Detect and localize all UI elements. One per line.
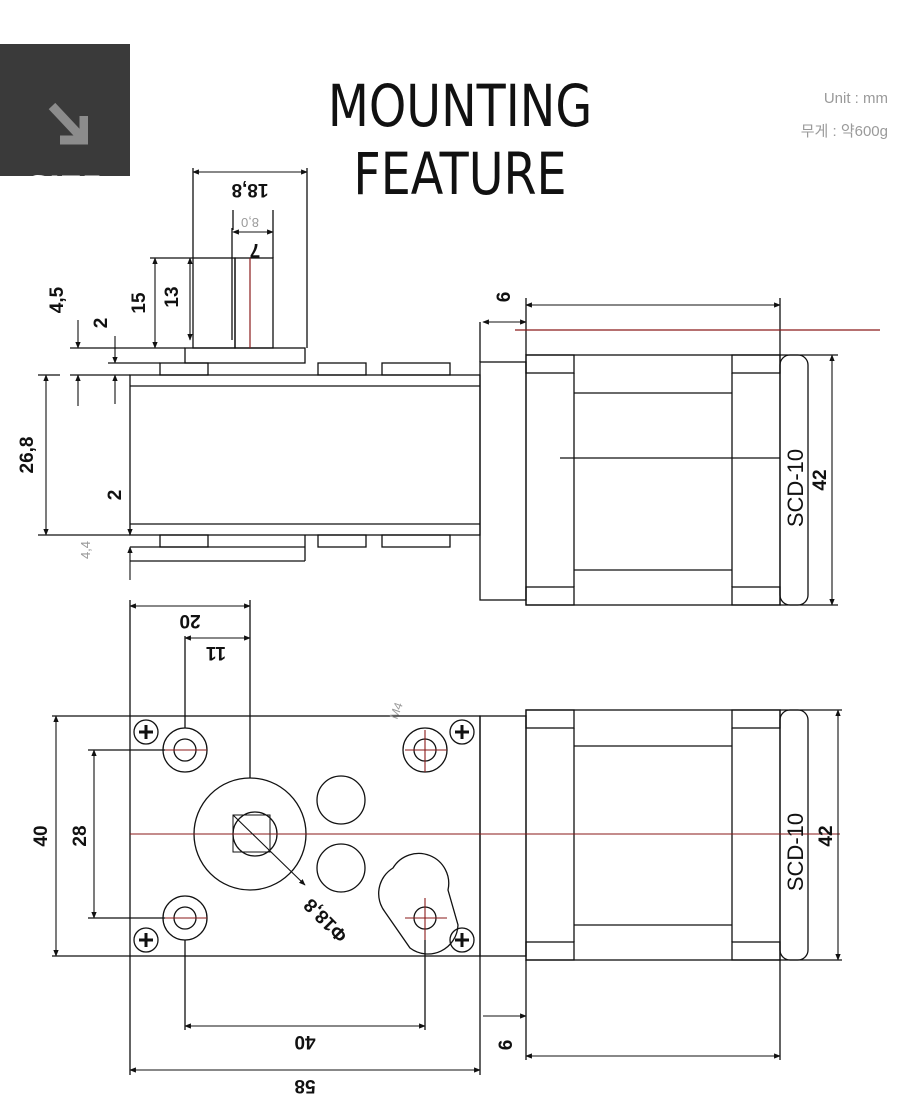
dim-42-bottom: 42 <box>816 825 837 846</box>
dim-11: 11 <box>206 642 227 663</box>
top-dimension-labels: 18,8 8,0 7 4,5 15 13 2 26,8 2 4,4 6 42 S… <box>17 179 831 559</box>
model-label-bottom: SCD-10 <box>783 813 808 891</box>
front-centerlines <box>130 730 840 940</box>
dim-28: 28 <box>70 825 91 846</box>
dim-13: 13 <box>162 286 183 307</box>
size-badge: SIZE <box>0 44 130 204</box>
page-title: MOUNTING FEATURE <box>327 72 593 208</box>
dim-40-vertical: 40 <box>31 825 52 846</box>
dim-2-top: 2 <box>91 318 112 329</box>
dim-20: 20 <box>179 610 200 631</box>
weight-note: 무게 : 약600g <box>800 123 888 140</box>
dim-6-top: 6 <box>494 292 515 303</box>
top-dimension-lines <box>43 169 835 606</box>
front-dimension-lines <box>53 603 841 1073</box>
dim-42-top: 42 <box>810 469 831 490</box>
top-centerlines <box>249 258 880 348</box>
dim-8-0: 8,0 <box>241 215 259 230</box>
dim-40-horizontal: 40 <box>294 1031 315 1052</box>
dim-6-bottom: 6 <box>496 1040 517 1051</box>
dim-7: 7 <box>250 239 261 260</box>
size-badge-label: SIZE <box>27 170 103 204</box>
screw-crosses <box>139 725 469 947</box>
front-view <box>52 600 842 1075</box>
arrow-down-right-icon <box>48 102 88 145</box>
dim-26-8: 26,8 <box>17 437 38 474</box>
dim-18-8: 18,8 <box>232 179 269 200</box>
front-dimension-labels: 20 11 40 28 Φ18,8 40 58 6 42 M4 SCD-10 <box>31 610 837 1096</box>
model-label-top: SCD-10 <box>783 449 808 527</box>
dim-15: 15 <box>129 292 150 314</box>
faint-hole-mark: M4 <box>387 700 406 721</box>
dim-2-bottom: 2 <box>105 490 126 501</box>
dim-phi-18-8: Φ18,8 <box>300 894 352 946</box>
unit-note: Unit : mm <box>823 90 888 107</box>
dim-4-5: 4,5 <box>47 286 68 313</box>
dim-4-4: 4,4 <box>78 541 93 559</box>
dim-58: 58 <box>294 1075 315 1096</box>
top-view <box>38 168 838 606</box>
